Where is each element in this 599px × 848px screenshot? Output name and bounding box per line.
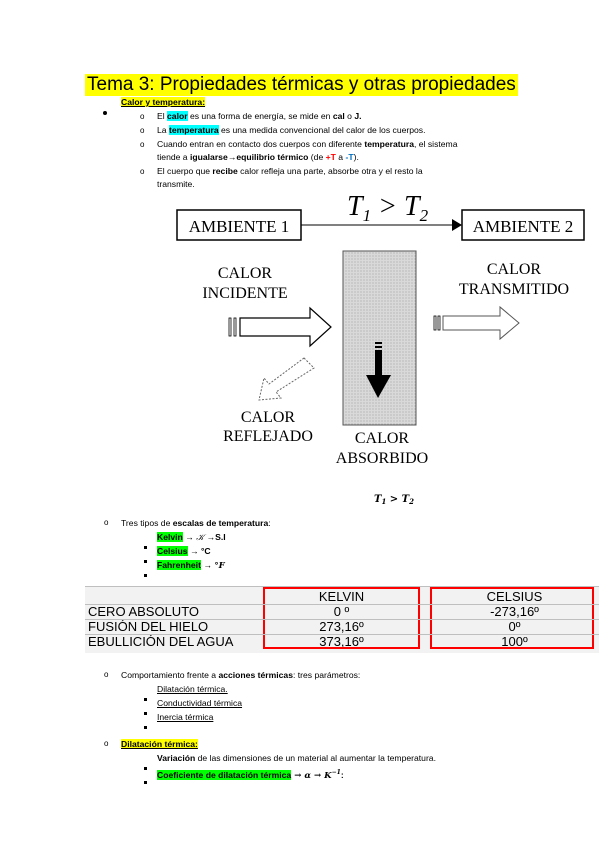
calor-incidente-line2: INCIDENTE (202, 285, 287, 302)
bullet-square (144, 716, 147, 734)
calor-reflejado-line2: REFLEJADO (223, 428, 313, 445)
absorbed-arrow-stem (375, 350, 382, 375)
section-heading-calor-temperatura: Calor y temperatura: (121, 97, 206, 107)
comportamiento-item-conductividad: Conductividad térmica (157, 698, 243, 708)
calor-absorbido-line2: ABSORBIDO (336, 450, 428, 467)
bullet-circle: o (140, 140, 145, 149)
table-header-cell: CELSIUS (486, 589, 543, 604)
table-row: EBULLICIÓN DEL AGUA 373,16º 100º (85, 634, 595, 649)
table-cell: FUSIÓN DEL HIELO (88, 619, 209, 634)
absorbed-arrow-stem-stripe1 (375, 342, 382, 344)
table-cell: 273,16º (319, 619, 364, 634)
table-cell: 373,16º (319, 634, 364, 649)
dilatacion-heading: Dilatación térmica: (121, 739, 198, 749)
comportamiento-item-inercia: Inercia térmica (157, 712, 214, 722)
transmitted-arrow (442, 305, 520, 341)
bullet-circle: o (104, 518, 109, 527)
table-row: CERO ABSOLUTO 0 º -273,16º (85, 604, 595, 619)
scales-intro: Tres tipos de escalas de temperatura: (121, 518, 271, 528)
ambiente-1-label: AMBIENTE 1 (189, 217, 290, 236)
scale-item-kelvin: Kelvin → 𝒦 →S.I (157, 532, 226, 543)
table-cell: 100º (501, 634, 528, 649)
incident-arrow-tail-stripe1 (228, 317, 232, 337)
bullet-square (144, 688, 147, 706)
list-item-contacto-line2: tiende a igualarse→equilibrio térmico (d… (157, 152, 359, 162)
bullet-circle: o (104, 739, 109, 748)
heat-transfer-diagram: T1 > T2 AMBIENTE 1 AMBIENTE 2 CALOR INCI… (176, 191, 585, 506)
list-item-temperatura: La temperatura es una medida convenciona… (157, 125, 426, 135)
dilatacion-item-variacion: Variación de las dimensiones de un mater… (157, 753, 436, 763)
reflected-arrow (258, 357, 315, 401)
bullet-circle: o (140, 112, 145, 121)
bullet-circle: o (104, 670, 109, 679)
caption-t1-gt-t2: T1 > T2 (374, 494, 414, 506)
calor-absorbido-line1: CALOR (355, 430, 410, 447)
temperature-table: KELVIN CELSIUS CERO ABSOLUTO 0 º -273,16… (85, 589, 595, 649)
body-block (342, 250, 417, 426)
scale-item-fahrenheit: Fahrenheit → °F (157, 560, 225, 571)
bullet-dot (103, 102, 107, 120)
ambiente-1-box (176, 209, 302, 241)
absorbed-arrow-head (366, 375, 391, 398)
ambiente-2-label: AMBIENTE 2 (473, 217, 574, 236)
celsius-column-highlight (430, 587, 594, 649)
table-cell: 0º (508, 619, 521, 634)
page-title: Tema 3: Propiedades térmicas y otras pro… (85, 74, 518, 96)
table-header-cell: KELVIN (318, 589, 365, 604)
bullet-square (144, 550, 147, 568)
table-cell: EBULLICIÓN DEL AGUA (88, 634, 234, 649)
dilatacion-item-coeficiente: Coeficiente de dilatación térmica → α → … (157, 769, 344, 781)
relation-t1-gt-t2: T1 > T2 (347, 191, 429, 225)
table-header-row: KELVIN CELSIUS (85, 589, 595, 604)
kelvin-column-highlight (263, 587, 420, 649)
table-cell: CERO ABSOLUTO (88, 604, 200, 619)
bullet-circle: o (140, 126, 145, 135)
table-row: FUSIÓN DEL HIELO 273,16º 0º (85, 619, 595, 634)
bullet-square (144, 564, 147, 582)
table-cell: -273,16º (490, 604, 539, 619)
table-row-divider (85, 604, 599, 605)
comportamiento-intro: Comportamiento frente a acciones térmica… (121, 670, 361, 680)
incident-arrow (239, 306, 332, 348)
list-item-contacto: Cuando entran en contacto dos cuerpos co… (157, 139, 458, 149)
calor-transmitido-line1: CALOR (487, 261, 542, 278)
bullet-square (144, 702, 147, 720)
list-item-calor: El calor es una forma de energía, se mid… (157, 111, 362, 121)
calor-reflejado-line1: CALOR (241, 409, 296, 426)
temperature-table-wrapper: KELVIN CELSIUS CERO ABSOLUTO 0 º -273,16… (85, 586, 599, 653)
table-header-cell (85, 589, 261, 604)
calor-incidente-line1: CALOR (218, 265, 273, 282)
table-cell: 0 º (333, 604, 350, 619)
absorbed-arrow-stem-stripe2 (375, 346, 382, 348)
incident-arrow-tail-stripe2 (233, 317, 237, 337)
list-item-recibe: El cuerpo que recibe calor refleja una p… (157, 166, 423, 176)
bullet-square (144, 536, 147, 554)
scale-item-celsius: Celsius → °C (157, 546, 211, 556)
bullet-circle: o (140, 167, 145, 176)
list-item-recibe-line2: transmite. (157, 179, 195, 189)
ambiente-connector-arrowhead (452, 219, 462, 231)
transmitted-arrow-tail-stripe2 (437, 315, 441, 331)
comportamiento-item-dilatacion: Dilatación térmica. (157, 684, 228, 694)
transmitted-arrow-tail-stripe1 (433, 315, 437, 331)
ambiente-2-box (461, 209, 585, 241)
table-row-divider (85, 619, 599, 620)
calor-transmitido-line2: TRANSMITIDO (459, 281, 569, 298)
table-row-divider (85, 634, 599, 635)
bullet-square (144, 771, 147, 789)
bullet-square (144, 757, 147, 775)
